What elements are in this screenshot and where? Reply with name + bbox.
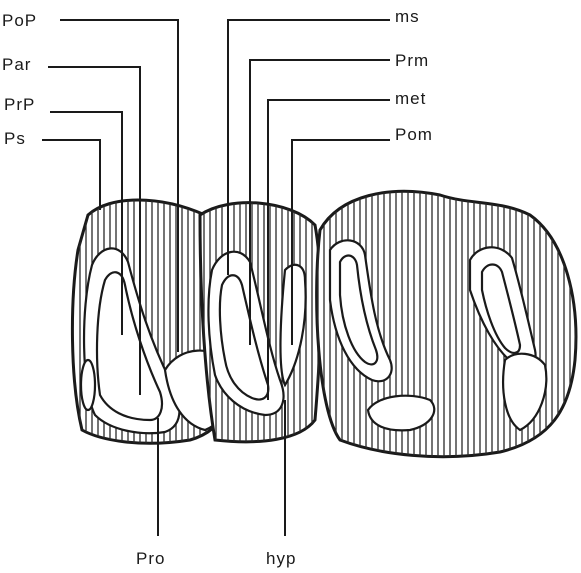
tooth-middle: [198, 200, 321, 460]
label-met: met: [395, 89, 426, 108]
label-prm: Prm: [395, 51, 429, 70]
label-pop: PoP: [2, 11, 37, 30]
label-ms: ms: [395, 7, 420, 26]
label-hyp: hyp: [266, 549, 296, 568]
leader-ps: [42, 140, 100, 210]
basin-right-center: [368, 396, 434, 431]
label-prp: PrP: [4, 95, 35, 114]
basin-left-small: [81, 360, 95, 410]
tooth-right: [317, 180, 576, 470]
label-pro: Pro: [136, 549, 165, 568]
label-ps: Ps: [4, 129, 26, 148]
label-par: Par: [2, 55, 31, 74]
label-pom: Pom: [395, 125, 433, 144]
